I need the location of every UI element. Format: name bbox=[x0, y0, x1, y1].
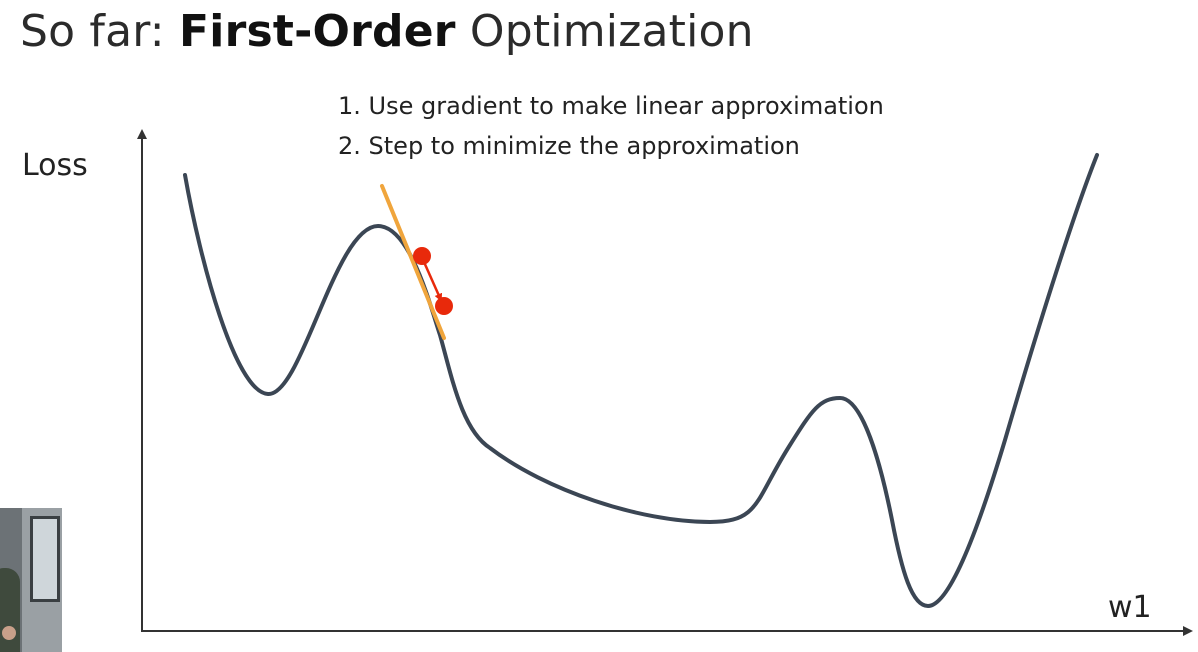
steps-list: 1. Use gradient to make linear approxima… bbox=[338, 86, 884, 166]
current-point bbox=[413, 247, 431, 265]
loss-curve bbox=[183, 153, 1099, 608]
x-axis-label: w1 bbox=[1108, 590, 1152, 625]
step-2: 2. Step to minimize the approximation bbox=[338, 132, 800, 160]
webcam-thumbnail bbox=[0, 508, 62, 652]
y-axis-label: Loss bbox=[22, 148, 88, 183]
webcam-hand bbox=[2, 626, 16, 640]
tangent-line bbox=[380, 184, 446, 340]
title-prefix: So far: bbox=[20, 6, 180, 57]
title-bold: First-Order bbox=[179, 6, 456, 57]
next-point bbox=[435, 297, 453, 315]
step-arrow bbox=[422, 261, 443, 302]
webcam-window-frame bbox=[30, 516, 60, 602]
slide-title: So far: First-Order Optimization bbox=[20, 6, 754, 57]
title-suffix: Optimization bbox=[455, 6, 754, 57]
step-1: 1. Use gradient to make linear approxima… bbox=[338, 92, 884, 120]
